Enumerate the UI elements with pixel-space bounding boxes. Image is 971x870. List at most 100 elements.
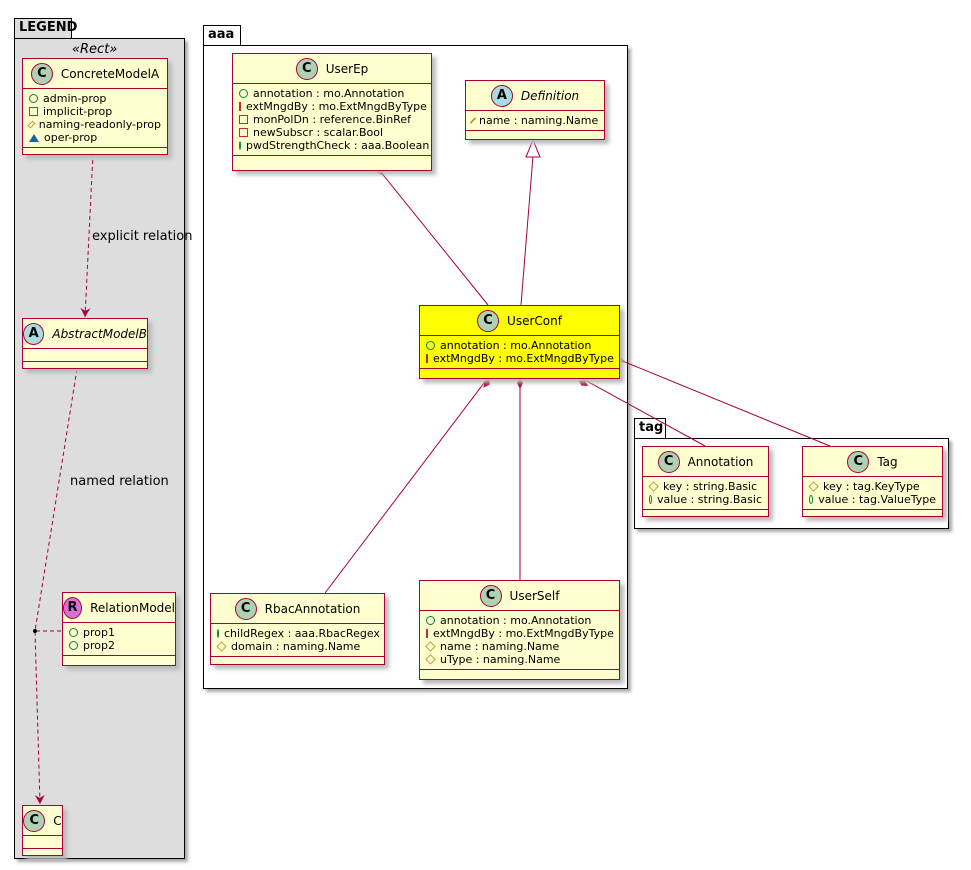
class-definition[interactable]: A Definition name : naming.Name [465, 80, 605, 140]
attribute: oper-prop [29, 131, 161, 144]
public-visibility-icon [239, 141, 241, 150]
attribute-text: annotation : mo.Annotation [440, 339, 592, 352]
attributes-compartment [23, 349, 147, 362]
class-name: UserSelf [509, 588, 560, 603]
attribute: prop2 [69, 639, 169, 652]
protected-visibility-icon [425, 654, 436, 665]
package-aaa [203, 45, 628, 689]
class-name: Definition [520, 88, 580, 103]
package-tab-legend: LEGEND [14, 18, 77, 39]
attribute-text: oper-prop [44, 131, 98, 144]
attribute: value : string.Basic [649, 493, 762, 506]
public-visibility-icon [217, 629, 219, 638]
userconf-rbac-edge [324, 378, 488, 594]
attribute-text: pwdStrengthCheck : aaa.Boolean [246, 139, 430, 152]
class-abstract-model-b[interactable]: A AbstractModelB [22, 318, 148, 369]
attribute: value : tag.ValueType [809, 493, 936, 506]
class-name: ConcreteModelA [60, 66, 160, 81]
class-type-icon: C [295, 57, 318, 80]
methods-compartment [466, 131, 604, 137]
package-tag [634, 438, 949, 529]
methods-compartment [643, 510, 768, 516]
class-header: C UserEp [233, 54, 431, 84]
attributes-compartment [23, 836, 62, 849]
attributes-compartment: name : naming.Name [466, 111, 604, 131]
class-name: Annotation [687, 454, 754, 469]
class-name: UserEp [325, 61, 369, 76]
attribute: uType : naming.Name [425, 653, 613, 666]
class-header: C RbacAnnotation [211, 594, 384, 624]
class-header: C UserConf [420, 306, 619, 336]
attribute-text: extMngdBy : mo.ExtMngdByType [246, 100, 427, 113]
public-visibility-icon [426, 341, 435, 350]
attribute: newSubscr : scalar.Bool [239, 126, 425, 139]
attribute-text: naming-readonly-prop [38, 118, 161, 131]
private-visibility-icon [426, 354, 428, 363]
userconf-tag-edge [619, 359, 831, 447]
class-name: AbstractModelB [52, 326, 147, 341]
attribute-text: implicit-prop [43, 105, 113, 118]
methods-compartment [211, 657, 384, 663]
userep-userconf-edge [379, 170, 489, 306]
attribute: naming-readonly-prop [27, 118, 161, 131]
class-type-icon: C [847, 450, 870, 473]
public-visibility-icon [69, 628, 78, 637]
public-visibility-icon [69, 641, 78, 650]
class-header: C Tag [803, 447, 942, 477]
methods-compartment [23, 849, 62, 855]
attribute-text: name : naming.Name [479, 114, 599, 127]
attribute-text: uType : naming.Name [440, 653, 561, 666]
class-name: RelationModel [90, 600, 175, 615]
attribute: name : naming.Name [469, 114, 599, 127]
class-type-icon: C [23, 809, 46, 832]
explicit-relation-label: explicit relation [92, 229, 193, 244]
attribute-text: value : tag.ValueType [818, 493, 936, 506]
named-relation-label: named relation [70, 474, 169, 489]
attribute-text: annotation : mo.Annotation [440, 614, 592, 627]
attribute: key : tag.KeyType [808, 480, 936, 493]
class-type-icon: A [23, 322, 45, 345]
class-header: A AbstractModelB [23, 319, 147, 349]
class-type-icon: C [30, 62, 53, 85]
class-type-icon: R [63, 596, 83, 619]
methods-compartment [233, 156, 431, 162]
class-type-icon: C [657, 450, 680, 473]
class-c[interactable]: C C [22, 805, 63, 856]
class-type-icon: C [479, 584, 502, 607]
protected-visibility-icon [425, 641, 436, 652]
attribute: implicit-prop [29, 105, 161, 118]
public-visibility-icon [29, 94, 38, 103]
attribute: extMngdBy : mo.ExtMngdByType [426, 627, 614, 640]
class-type-icon: C [234, 597, 257, 620]
attribute-text: name : naming.Name [440, 640, 560, 653]
userconf-annotation-edge [582, 378, 706, 447]
package-visibility-icon [29, 133, 39, 142]
legend-stereotype: «Rect» [72, 42, 118, 57]
class-rbac-annotation[interactable]: C RbacAnnotation childRegex : aaa.RbacRe… [210, 593, 385, 665]
package-tab-tag: tag [634, 418, 666, 439]
attribute-text: annotation : mo.Annotation [253, 87, 405, 100]
protected-visibility-icon [216, 641, 227, 652]
attribute: extMngdBy : mo.ExtMngdByType [239, 100, 427, 113]
class-type-icon: C [477, 309, 500, 332]
attribute: admin-prop [29, 92, 161, 105]
class-name: UserConf [507, 313, 562, 328]
private-visibility-icon [239, 102, 241, 111]
attribute-text: monPolDn : reference.BinRef [253, 113, 411, 126]
attribute: childRegex : aaa.RbacRegex [217, 627, 380, 640]
attribute-text: key : string.Basic [663, 480, 758, 493]
